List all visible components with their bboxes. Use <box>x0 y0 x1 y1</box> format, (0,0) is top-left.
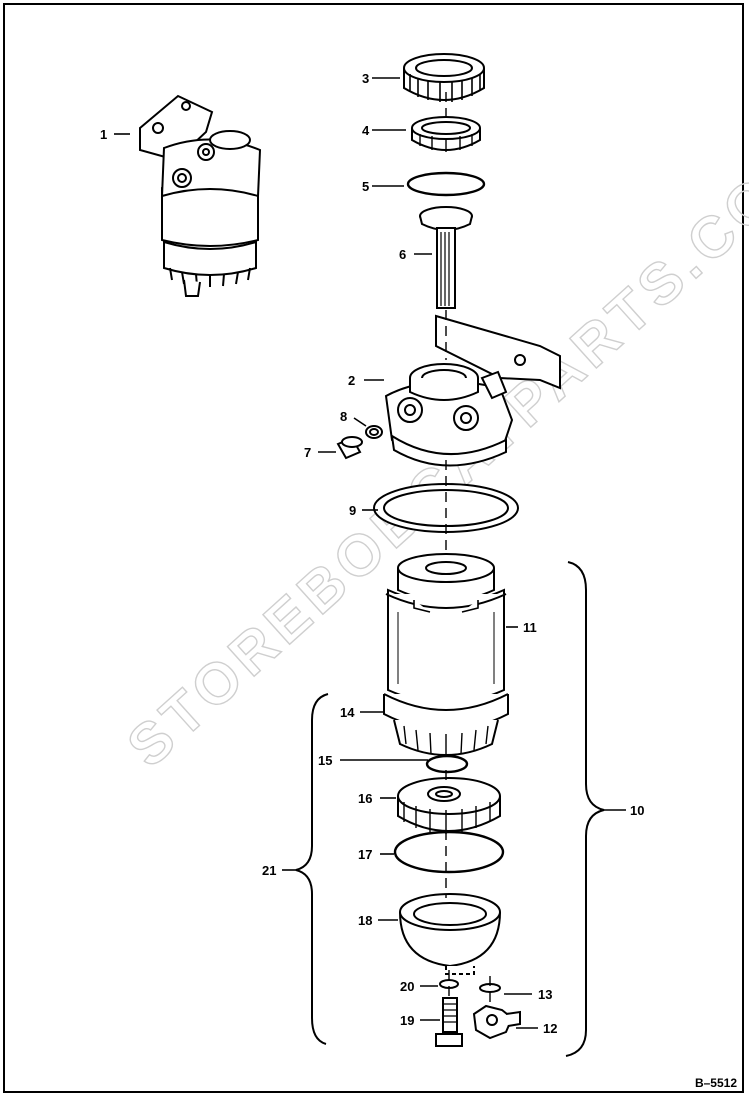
callout-7: 7 <box>304 445 311 460</box>
callout-19: 19 <box>400 1013 414 1028</box>
diagram-frame <box>3 3 744 1093</box>
callout-15: 15 <box>318 753 332 768</box>
spring-ring <box>411 116 481 152</box>
nut-ring <box>403 53 485 102</box>
callout-4: 4 <box>362 123 370 138</box>
brace-10 <box>565 561 605 1057</box>
water-sensor <box>472 983 521 1040</box>
o-ring-5 <box>406 171 486 197</box>
assembled-filter-drawing <box>139 94 262 297</box>
callout-13: 13 <box>538 987 552 1002</box>
callout-18: 18 <box>358 913 372 928</box>
filter-head <box>384 314 561 467</box>
sediment-bowl <box>399 893 501 975</box>
o-ring-15 <box>425 754 469 774</box>
drawing-reference-code: B–5512 <box>694 1076 737 1090</box>
callout-17: 17 <box>358 847 372 862</box>
callout-9: 9 <box>349 503 356 518</box>
gasket-17 <box>393 830 505 874</box>
callout-8: 8 <box>340 409 347 424</box>
drain-plug <box>435 979 463 1047</box>
callout-labels: 1 2 3 4 5 6 7 8 9 10 11 12 13 14 15 16 1… <box>100 71 644 1036</box>
callout-2: 2 <box>348 373 355 388</box>
leader-lines <box>114 77 626 1029</box>
callout-3: 3 <box>362 71 369 86</box>
center-axis <box>445 92 491 1004</box>
brace-21 <box>295 693 329 1045</box>
bowl-ring <box>383 693 509 756</box>
callout-14: 14 <box>340 705 355 720</box>
callout-6: 6 <box>399 247 406 262</box>
callout-10: 10 <box>630 803 644 818</box>
callout-5: 5 <box>362 179 369 194</box>
callout-1: 1 <box>100 127 107 142</box>
callout-16: 16 <box>358 791 372 806</box>
center-tube <box>419 206 473 309</box>
callout-21: 21 <box>262 863 276 878</box>
bleed-screw <box>336 436 363 460</box>
bowl-nut <box>397 777 501 834</box>
callout-11: 11 <box>523 620 537 635</box>
callout-12: 12 <box>543 1021 557 1036</box>
washer-8 <box>365 425 383 439</box>
callout-20: 20 <box>400 979 414 994</box>
filter-element <box>385 553 507 704</box>
